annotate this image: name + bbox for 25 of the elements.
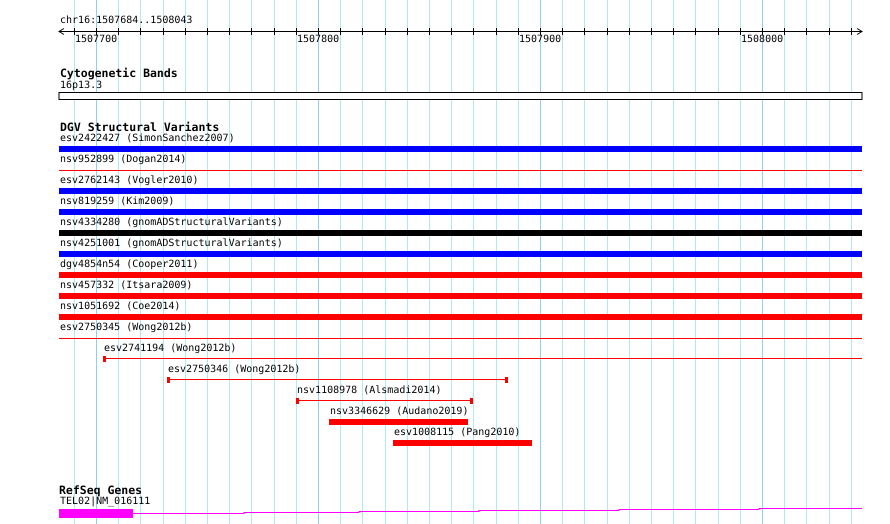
variant-label: esv2750345 (Wong2012b) (60, 322, 192, 334)
variant-label: nsv457332 (Itsara2009) (60, 280, 192, 292)
variant-label: esv2741194 (Wong2012b) (104, 343, 236, 355)
tick-label: 1507800 (297, 34, 340, 46)
variant-label: esv2750346 (Wong2012b) (168, 364, 300, 376)
tick-label: 1507700 (75, 34, 118, 46)
variant-label: nsv1051692 (Coe2014) (60, 301, 180, 313)
track-title: RefSeq Genes (59, 484, 142, 496)
variant-label: nsv4334280 (gnomADStructuralVariants) (60, 217, 283, 229)
variant-label: esv2762143 (Vogler2010) (60, 175, 198, 187)
variant-label: nsv952899 (Dogan2014) (60, 154, 186, 166)
band-label: 16p13.3 (60, 80, 102, 92)
tick-label: 1508000 (741, 34, 784, 46)
variant-label: nsv819259 (Kim2009) (60, 196, 174, 208)
variant-label: esv2422427 (SimonSanchez2007) (60, 133, 235, 145)
variant-label: nsv3346629 (Audano2019) (330, 406, 468, 418)
tick-label: 1507900 (519, 34, 562, 46)
variant-label: dgv4854n54 (Cooper2011) (60, 259, 198, 271)
position-label: chr16:1507684..1508043 (60, 15, 192, 27)
variant-label: nsv1108978 (Alsmadi2014) (297, 385, 442, 397)
track-title: DGV Structural Variants (60, 121, 220, 133)
gene-label: TEL02|NM_016111 (60, 496, 150, 508)
variant-label: esv1008115 (Pang2010) (394, 427, 520, 439)
track-title: Cytogenetic Bands (60, 67, 178, 79)
variant-label: nsv4251001 (gnomADStructuralVariants) (60, 238, 283, 250)
